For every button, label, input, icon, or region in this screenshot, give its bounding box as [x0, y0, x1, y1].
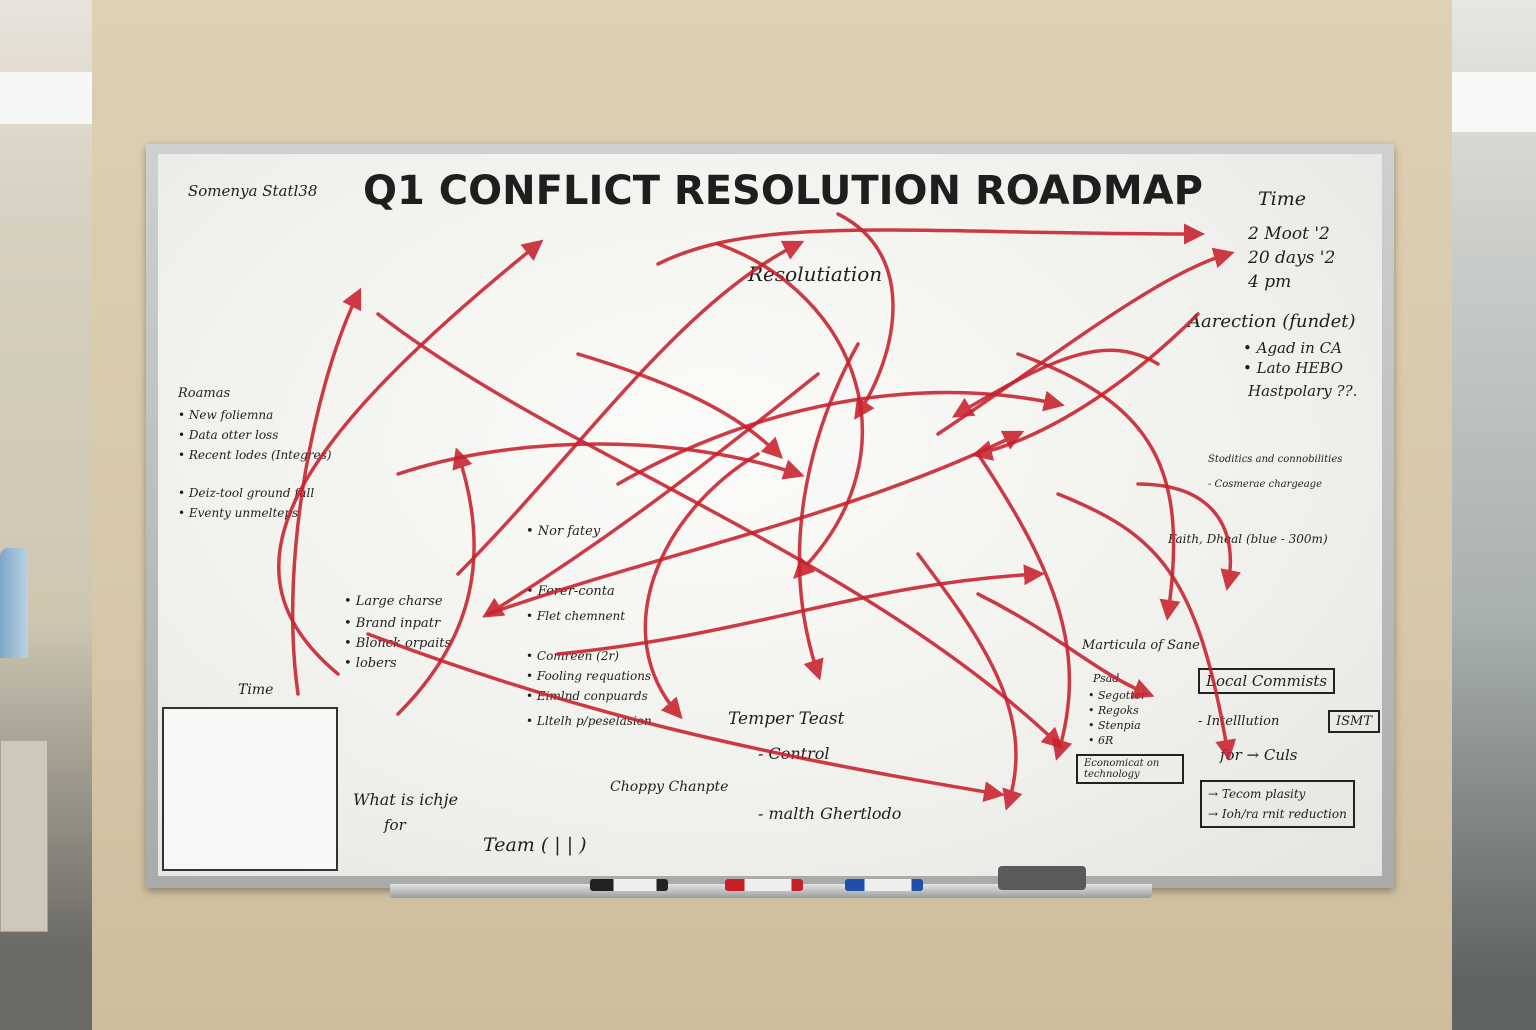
- note-direction-item: • Lato HEBO: [1243, 359, 1343, 377]
- note-drivers-item: • Brand inpatr: [344, 616, 441, 631]
- eraser[interactable]: [998, 866, 1086, 890]
- red-arrow: [936, 247, 1235, 436]
- red-arrow: [277, 239, 544, 676]
- whiteboard: Q1 CONFLICT RESOLUTION ROADMAP Somenya S…: [158, 154, 1382, 876]
- note-middle-item: • Fooling requations: [526, 669, 652, 683]
- blank-box: [162, 707, 338, 871]
- note-markets: Marticula of Sane: [1082, 638, 1200, 653]
- note-team-box-item: → Ioh/ra rnit reduction: [1208, 807, 1347, 821]
- red-arrow: [1136, 482, 1242, 591]
- red-arrow: [486, 430, 1025, 616]
- red-arrow: [797, 342, 860, 681]
- red-arrow: [971, 312, 1200, 461]
- note-middle-item: • Flet chemnent: [526, 609, 626, 623]
- red-arrow: [1016, 352, 1181, 621]
- red-arrow: [456, 240, 805, 576]
- note-left-item: • Data otter loss: [178, 428, 279, 442]
- note-team-box-item: → Tecom plasity: [1208, 787, 1306, 801]
- red-arrow: [290, 287, 362, 696]
- red-arrow: [976, 452, 1073, 761]
- note-left-item: • Deiz-tool ground full: [178, 486, 315, 500]
- note-local-box: Local Commists: [1198, 668, 1336, 694]
- red-arrow: [576, 352, 783, 459]
- note-left-item: • New foliemna: [178, 408, 274, 422]
- note-team: Team ( | | ): [483, 834, 587, 856]
- note-middle-item: • Nor fatey: [526, 524, 601, 539]
- note-time-header: Time: [1258, 188, 1307, 210]
- ceiling-light: [0, 72, 92, 124]
- expo-black-marker[interactable]: [590, 879, 668, 891]
- note-direction: Aarection (fundet): [1188, 311, 1356, 332]
- board-title: Q1 CONFLICT RESOLUTION ROADMAP: [363, 168, 1203, 214]
- note-drivers-item: • Large charse: [344, 594, 443, 609]
- red-arrows-layer: [277, 212, 1242, 811]
- marker-tray: [390, 884, 1152, 898]
- note-markets-item: • Stenpia: [1088, 719, 1141, 732]
- red-arrow: [643, 452, 760, 720]
- red-arrow: [366, 632, 1005, 803]
- note-statistics: Stoditics and connobilities: [1208, 454, 1343, 465]
- note-team-box: → Tecom plasity → Ioh/ra rnit reduction: [1200, 780, 1355, 828]
- note-time-axis: Time: [238, 682, 274, 698]
- note-temper-item: - malth Ghertlodo: [758, 804, 902, 823]
- red-arrow: [916, 552, 1023, 811]
- red-arrow: [396, 447, 476, 716]
- expo-blue-marker[interactable]: [845, 879, 923, 891]
- note-statistics: - Cosmerae chargeage: [1208, 479, 1322, 490]
- note-left-item: • Eventy unmelteps: [178, 506, 299, 520]
- note-coordinate: Somenya Statl38: [188, 182, 318, 200]
- note-middle-item: • Comreen (2r): [526, 649, 619, 663]
- note-markets-item: • 6R: [1088, 734, 1114, 747]
- note-time-row: 20 days '2: [1248, 248, 1336, 268]
- note-time-row: 2 Moot '2: [1248, 224, 1330, 244]
- note-what: What is ichje: [353, 790, 459, 809]
- water-cooler: [0, 548, 28, 658]
- red-arrow: [396, 442, 805, 480]
- note-ismt-box: ISMT: [1328, 710, 1381, 733]
- note-what-for: for: [384, 816, 406, 834]
- red-arrow: [376, 312, 1064, 749]
- filing-cabinet: [0, 740, 48, 932]
- note-drivers-item: • lobers: [344, 656, 397, 671]
- note-for-culs: for → Culs: [1220, 746, 1298, 764]
- red-arrow: [716, 242, 864, 579]
- note-timeline-caption: Faith, Dheal (blue - 300m): [1168, 532, 1328, 546]
- note-economic-box: Economicat on technology: [1076, 754, 1184, 784]
- ceiling-light: [1452, 72, 1536, 132]
- red-arrow: [1056, 492, 1237, 761]
- note-markets-item: • Regoks: [1088, 704, 1139, 717]
- note-direction-item: Hastpolary ??.: [1248, 382, 1358, 400]
- red-arrow: [556, 564, 1045, 656]
- red-arrow: [836, 212, 895, 420]
- glass-wall-right: [1452, 0, 1536, 1030]
- red-arrow: [482, 372, 820, 618]
- note-choppy: Choppy Chanpte: [610, 779, 729, 795]
- red-arrow: [656, 223, 1205, 266]
- note-resolution: Resolutiation: [748, 262, 883, 286]
- note-temper: Temper Teast: [728, 709, 845, 729]
- note-direction-item: • Agad in CA: [1243, 339, 1342, 357]
- note-time-row: 4 pm: [1248, 272, 1292, 292]
- note-intellution: - Intelllution: [1198, 714, 1280, 729]
- expo-red-marker[interactable]: [725, 879, 803, 891]
- red-arrow: [976, 592, 1155, 699]
- red-arrow: [616, 390, 1065, 486]
- red-arrow: [951, 348, 1160, 418]
- note-left-title: Roamas: [178, 386, 231, 401]
- note-left-item: • Recent lodes (Integres): [178, 448, 332, 462]
